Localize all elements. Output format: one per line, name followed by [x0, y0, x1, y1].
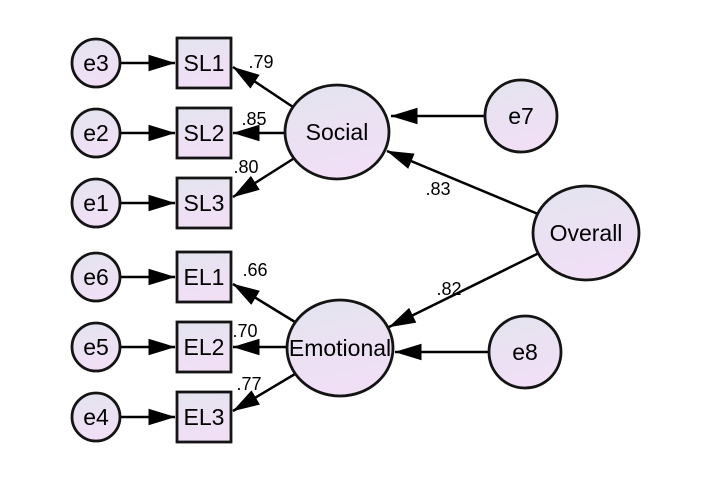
indicator-label-sl3: SL3	[184, 190, 225, 216]
path-value-overall-social: .83	[425, 179, 450, 199]
path-social-to-sl3	[232, 157, 294, 199]
error-circle-e4	[70, 391, 122, 443]
error-circle-e5	[70, 321, 122, 373]
error-node-e1: e1	[70, 177, 122, 229]
factor-label-social: Social	[306, 119, 369, 145]
error-circle-e1	[70, 177, 122, 229]
indicator-rect-sl3	[175, 176, 233, 230]
factor-ellipse-overall	[531, 184, 641, 282]
indicator-rect-sl2	[175, 106, 233, 160]
indicator-node-el3: EL3	[175, 390, 233, 444]
indicator-node-el2: EL2	[175, 320, 233, 374]
indicator-rect-el2	[175, 320, 233, 374]
indicator-node-sl2: SL2	[175, 106, 233, 160]
residual-node-e8: e8	[487, 314, 563, 390]
error-circle-e3	[70, 37, 122, 89]
loading-value-sl1: .79	[248, 52, 273, 72]
factor-ellipse-social	[283, 83, 391, 181]
residual-label-e8: e8	[512, 339, 538, 365]
factor-label-overall: Overall	[550, 220, 623, 246]
path-overall-to-social	[386, 149, 539, 216]
loading-value-el3: .77	[236, 374, 261, 394]
error-label-e6: e6	[83, 264, 109, 290]
error-node-e2: e2	[70, 107, 122, 159]
residual-circle-e8	[487, 314, 563, 390]
indicator-rect-sl1	[175, 36, 233, 90]
factor-label-emotional: Emotional	[289, 335, 391, 361]
path-overall-to-emotional	[388, 251, 540, 329]
indicator-node-sl1: SL1	[175, 36, 233, 90]
error-label-e5: e5	[83, 334, 109, 360]
loading-value-el2: .70	[232, 321, 257, 341]
path-social-to-sl1	[232, 65, 294, 109]
error-node-e5: e5	[70, 321, 122, 373]
path-emotional-to-el3	[232, 372, 296, 413]
factor-node-emotional: Emotional	[285, 298, 395, 398]
indicator-label-sl1: SL1	[184, 50, 225, 76]
residual-label-e7: e7	[508, 103, 534, 129]
residual-circle-e7	[483, 78, 559, 154]
residual-node-e7: e7	[483, 78, 559, 154]
error-label-e4: e4	[83, 404, 109, 430]
error-label-e3: e3	[83, 50, 109, 76]
factor-node-overall: Overall	[531, 184, 641, 282]
error-circle-e2	[70, 107, 122, 159]
indicator-node-sl3: SL3	[175, 176, 233, 230]
indicator-rect-el3	[175, 390, 233, 444]
error-node-e6: e6	[70, 251, 122, 303]
path-emotional-to-el1	[232, 282, 296, 324]
error-node-e3: e3	[70, 37, 122, 89]
loading-value-el1: .66	[242, 260, 267, 280]
indicator-node-el1: EL1	[175, 250, 233, 304]
error-label-e2: e2	[83, 120, 109, 146]
indicator-label-el1: EL1	[184, 264, 225, 290]
error-circle-e6	[70, 251, 122, 303]
loading-value-sl2: .85	[241, 109, 266, 129]
error-label-e1: e1	[83, 190, 109, 216]
indicator-label-el2: EL2	[184, 334, 225, 360]
error-node-e4: e4	[70, 391, 122, 443]
loading-value-sl3: .80	[233, 157, 258, 177]
factor-ellipse-emotional	[285, 298, 395, 398]
indicator-label-sl2: SL2	[184, 120, 225, 146]
indicator-label-el3: EL3	[184, 404, 225, 430]
indicator-rect-el1	[175, 250, 233, 304]
path-value-overall-emotional: .82	[436, 279, 461, 299]
factor-node-social: Social	[283, 83, 391, 181]
